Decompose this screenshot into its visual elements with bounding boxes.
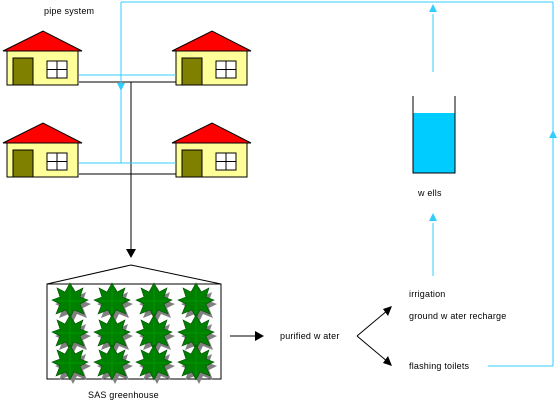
arrow-to-irrigation (383, 306, 392, 316)
arrow-to-purified-water (255, 331, 264, 341)
water-supply-lines (79, 1, 554, 367)
arrow-down-to-houses (117, 83, 125, 91)
house-icon-bottom-right (171, 122, 252, 178)
wells-label: w ells (418, 188, 442, 198)
pipe-system-label: pipe system (44, 6, 95, 16)
groundwater-recharge-label: ground w ater recharge (409, 311, 507, 321)
house-icon-top-left (2, 30, 83, 86)
arrow-up-from-wells (429, 4, 437, 12)
well-tank-icon (412, 96, 456, 174)
purified-water-arrows (230, 309, 389, 363)
irrigation-label: irrigation (409, 289, 446, 299)
house-icon-top-right (171, 30, 252, 86)
house-icon-bottom-left (2, 122, 83, 178)
flashing-toilets-label: flashing toilets (409, 361, 470, 371)
purified-water-label: purified w ater (280, 331, 340, 341)
sewage-pipe-lines (79, 81, 176, 250)
arrow-up-to-wells (429, 213, 437, 221)
arrow-up-return-line (549, 130, 557, 138)
greenhouse-label: SAS greenhouse (88, 390, 159, 400)
arrow-down-to-greenhouse (126, 249, 136, 258)
arrow-to-toilets (383, 356, 392, 366)
